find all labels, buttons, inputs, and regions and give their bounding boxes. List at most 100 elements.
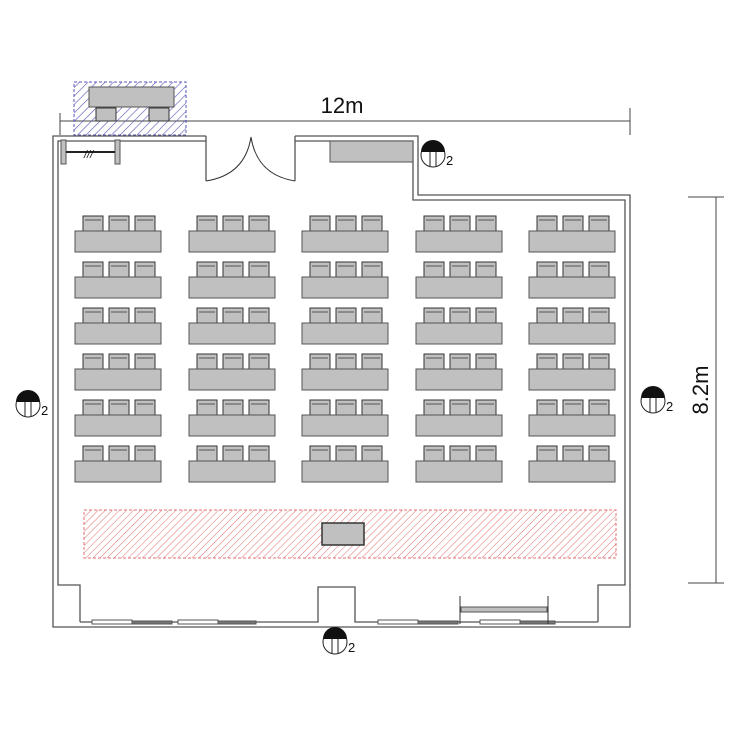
chair-icon	[361, 261, 383, 278]
chair-icon	[309, 353, 331, 370]
desk	[415, 414, 503, 437]
desk-group	[301, 445, 389, 483]
desk-group	[415, 399, 503, 437]
chair-icon	[82, 261, 104, 278]
chair-icon	[335, 307, 357, 324]
chair-icon	[423, 353, 445, 370]
chair-icon	[82, 307, 104, 324]
desk	[528, 460, 616, 483]
stage-area	[83, 509, 617, 559]
chair-icon	[475, 445, 497, 462]
desk	[415, 276, 503, 299]
desk-group	[74, 307, 162, 345]
chair-icon	[196, 215, 218, 232]
chair-icon	[588, 215, 610, 232]
depth-dimension: 8.2m	[688, 196, 724, 584]
chair-icon	[134, 261, 156, 278]
chair-icon	[335, 445, 357, 462]
desk	[188, 230, 276, 253]
chair-icon	[475, 215, 497, 232]
desk-group	[528, 399, 616, 437]
desk	[415, 322, 503, 345]
desk	[301, 414, 389, 437]
power-outlet-icon: 2	[420, 140, 453, 168]
desk	[74, 322, 162, 345]
chair-icon	[335, 399, 357, 416]
chair-icon	[248, 353, 270, 370]
chair-icon	[588, 399, 610, 416]
chair-icon	[309, 399, 331, 416]
desk-group	[301, 261, 389, 299]
desk-group	[188, 261, 276, 299]
desk	[188, 414, 276, 437]
chair-icon	[196, 399, 218, 416]
chair-icon	[449, 445, 471, 462]
desk	[74, 414, 162, 437]
desk-group	[528, 353, 616, 391]
desk	[188, 276, 276, 299]
desk-group	[528, 445, 616, 483]
counter	[329, 140, 414, 163]
window-icon	[91, 619, 556, 625]
chair-icon	[134, 353, 156, 370]
chair-icon	[588, 445, 610, 462]
chair-icon	[361, 445, 383, 462]
desk	[301, 460, 389, 483]
podium-icon	[321, 522, 365, 546]
chair-icon	[82, 353, 104, 370]
chair-icon	[423, 261, 445, 278]
svg-text:///: ///	[83, 149, 94, 161]
desk-group	[74, 215, 162, 253]
chair-icon	[82, 399, 104, 416]
chair-icon	[248, 215, 270, 232]
chair-icon	[536, 307, 558, 324]
chair-icon	[222, 215, 244, 232]
chair-icon	[108, 307, 130, 324]
chair-icon	[134, 445, 156, 462]
chair-icon	[248, 261, 270, 278]
chair-icon	[335, 353, 357, 370]
chair-icon	[108, 353, 130, 370]
chair-icon	[361, 307, 383, 324]
chair-icon	[536, 445, 558, 462]
chair-icon	[588, 307, 610, 324]
chair-icon	[108, 215, 130, 232]
chair-icon	[475, 307, 497, 324]
desk-group	[528, 215, 616, 253]
desk-group	[415, 215, 503, 253]
desk-group	[74, 261, 162, 299]
outlet-count-label: 2	[41, 403, 48, 418]
desk-group	[301, 353, 389, 391]
chair-icon	[423, 445, 445, 462]
desk	[415, 460, 503, 483]
chair-icon	[108, 261, 130, 278]
outlet-count-label: 2	[446, 153, 453, 168]
chair-icon	[335, 261, 357, 278]
desk-group	[74, 399, 162, 437]
chair-icon	[475, 353, 497, 370]
chair-icon	[108, 399, 130, 416]
desk	[528, 368, 616, 391]
desk-group	[301, 399, 389, 437]
chair-icon	[423, 215, 445, 232]
chair-icon	[196, 261, 218, 278]
chair-icon	[562, 445, 584, 462]
chair-icon	[562, 307, 584, 324]
power-outlet-icon: 2	[15, 390, 48, 418]
chair-icon	[449, 261, 471, 278]
chair-icon	[423, 399, 445, 416]
desk	[301, 276, 389, 299]
power-outlet-icon: 2	[322, 627, 355, 655]
power-outlet-icon: 2	[640, 386, 673, 414]
chair-icon	[562, 261, 584, 278]
chair-icon	[222, 307, 244, 324]
bench	[459, 596, 549, 624]
desk	[188, 460, 276, 483]
desk-group	[74, 353, 162, 391]
depth-label: 8.2m	[688, 366, 713, 415]
storage-cabinet-icon	[73, 81, 187, 136]
chair-icon	[475, 399, 497, 416]
chair-icon	[449, 215, 471, 232]
chair-icon	[449, 399, 471, 416]
